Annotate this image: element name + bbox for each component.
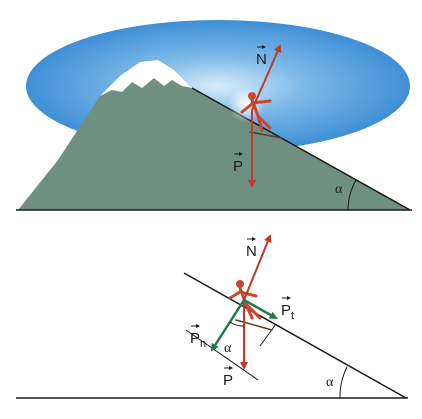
construction-line [185, 329, 259, 381]
label-angle: α [335, 182, 343, 197]
tangential-component-arrow [243, 298, 278, 320]
angle-arc [229, 321, 245, 327]
normal-force-arrow [251, 44, 282, 111]
label-tangential-component: P [281, 302, 291, 319]
slope-line [191, 87, 411, 211]
slope-line [183, 272, 407, 399]
label-weight: P [223, 372, 233, 389]
construction-line [259, 323, 277, 347]
top-scene: N P α [16, 20, 412, 211]
label-normal-force: N [256, 51, 267, 68]
skier-figure [228, 280, 273, 331]
skier-figure [240, 92, 283, 139]
label-tangential-subscript: t [291, 310, 294, 322]
label-weight: P [233, 158, 243, 175]
mountain-snowcap [100, 60, 192, 96]
normal-force-arrow [243, 234, 272, 301]
angle-arc [347, 179, 357, 211]
bottom-scene: α α N P t P n P [16, 234, 408, 399]
label-angle-incline: α [326, 375, 334, 390]
angle-arc [339, 366, 348, 399]
mountain [18, 60, 410, 210]
label-normal-force: N [246, 243, 257, 260]
label-normal-component-subscript: n [200, 338, 206, 350]
label-angle-between: α [224, 341, 232, 356]
label-normal-component: P [190, 330, 200, 347]
normal-component-arrow [210, 299, 246, 352]
